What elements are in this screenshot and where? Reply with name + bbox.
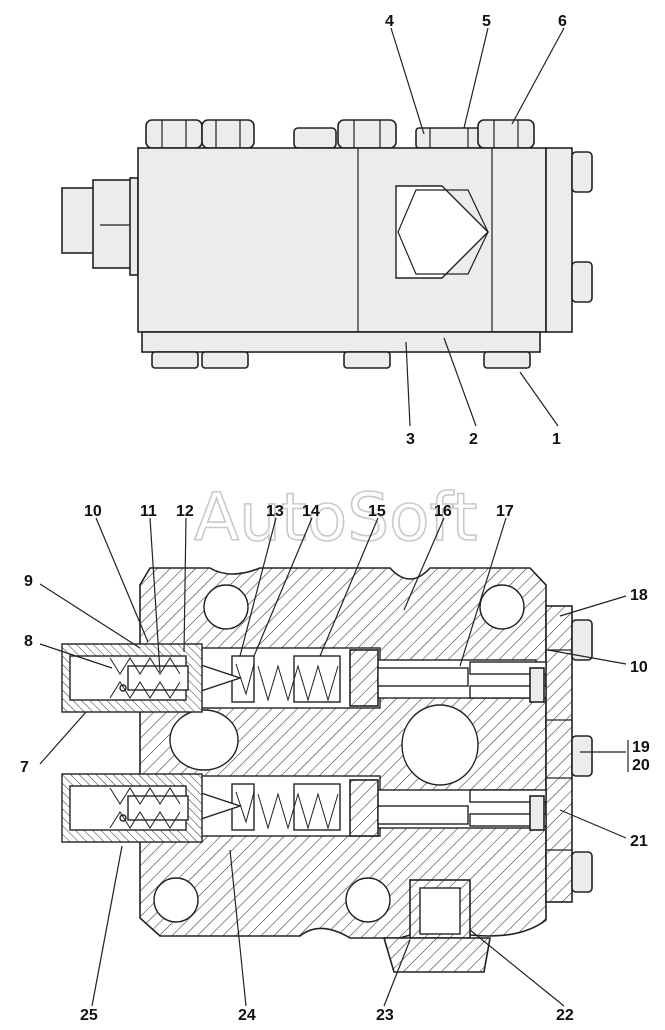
top-leaders (390, 27, 565, 427)
section-leaders (39, 517, 627, 1007)
spring-upper (231, 655, 341, 703)
callout-23: 23 (376, 1007, 394, 1024)
callout-5: 5 (482, 13, 491, 30)
spring-lower (231, 783, 341, 831)
top-view (61, 119, 593, 369)
callout-17: 17 (496, 503, 514, 520)
callout-11: 11 (140, 503, 157, 520)
callout-20: 20 (632, 757, 650, 774)
callout-19: 19 (632, 739, 650, 756)
left-cartridge-lower (61, 773, 203, 843)
callout-2: 2 (469, 431, 478, 448)
callout-7: 7 (20, 759, 29, 776)
callout-22: 22 (556, 1007, 574, 1024)
callout-13: 13 (266, 503, 284, 520)
top-callouts: 1 2 3 4 5 6 (385, 13, 567, 448)
callout-6: 6 (558, 13, 567, 30)
callout-24: 24 (238, 1007, 256, 1024)
section-callouts: 7 8 9 10 11 12 13 14 15 16 17 18 10 19 2… (20, 503, 650, 1024)
bottom-plug (382, 937, 491, 973)
top-bolt-heads (145, 119, 535, 149)
callout-25: 25 (80, 1007, 98, 1024)
callout-3: 3 (406, 431, 415, 448)
callout-10b: 10 (630, 659, 648, 676)
callout-16: 16 (434, 503, 452, 520)
callout-14: 14 (302, 503, 320, 520)
callout-21: 21 (630, 833, 648, 850)
callout-8: 8 (24, 633, 33, 650)
fitting-nut (92, 179, 134, 269)
callout-1: 1 (552, 431, 561, 448)
callout-10a: 10 (84, 503, 102, 520)
callout-9: 9 (24, 573, 33, 590)
end-cover (545, 605, 573, 903)
section-view (61, 567, 593, 973)
callout-4: 4 (385, 13, 394, 30)
base-plate (141, 331, 541, 353)
fitting-cap (61, 187, 99, 254)
callout-15: 15 (368, 503, 386, 520)
left-cartridge-upper (61, 643, 203, 713)
callout-12: 12 (176, 503, 194, 520)
callout-18: 18 (630, 587, 648, 604)
watermark: AutoSoft (194, 479, 477, 556)
